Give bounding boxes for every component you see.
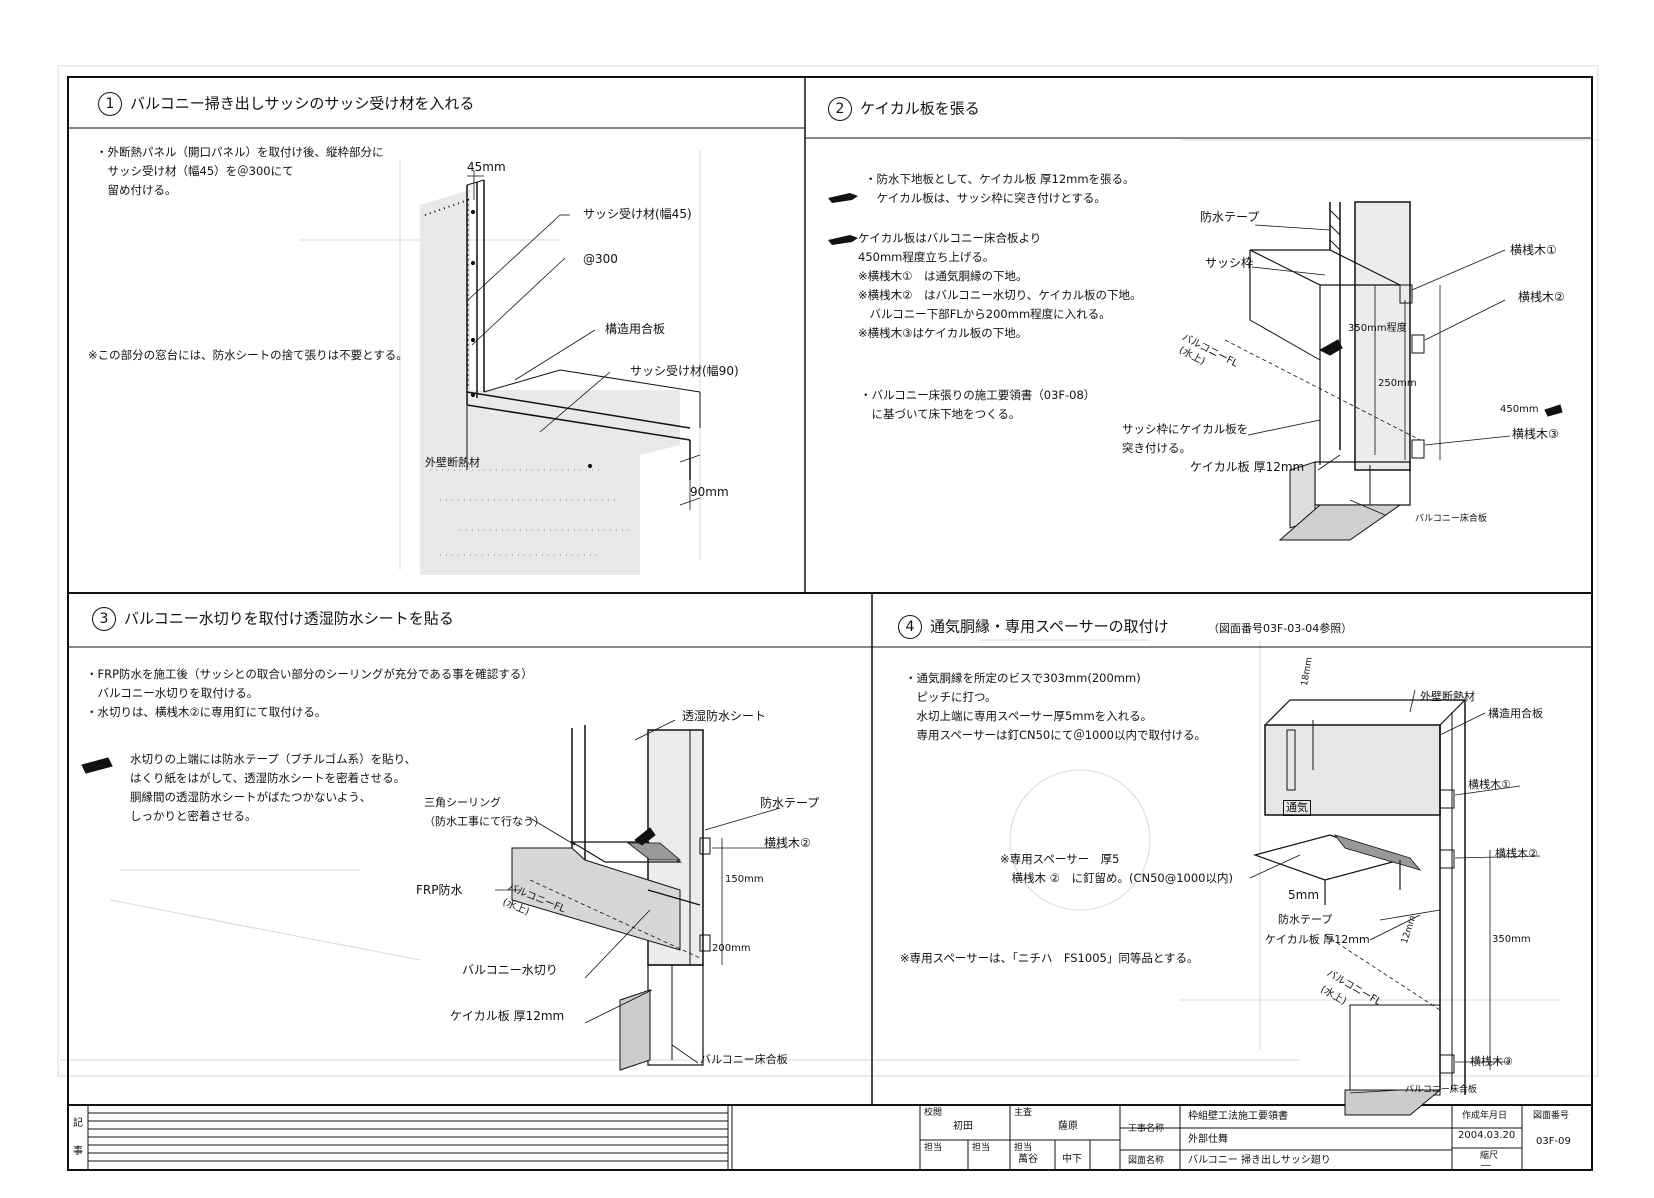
panel1-notes: ・外断熱パネル（開口パネル）を取付け後、縦枠部分に サッシ受け材（幅45）を＠3… <box>96 145 384 197</box>
panel1-remark: ※この部分の窓台には、防水シートの捨て張りは不要とする。 <box>88 348 408 362</box>
panel3-notes2: 水切りの上端には防水テープ（ブチルゴム系）を貼り、 はくり紙をはがして、透湿防水… <box>130 752 417 823</box>
panel1-title: 1 バルコニー掃き出しサッシのサッシ受け材を入れる <box>98 92 474 116</box>
chief-name: 薩原 <box>1058 1121 1078 1132</box>
title-block-kiji: 記 <box>73 1118 83 1129</box>
drawing-name: バルコニー 掃き出しサッシ廻り <box>1188 1155 1331 1166</box>
panel2-number: 2 <box>828 97 852 121</box>
checked-name: 初田 <box>953 1121 973 1132</box>
in-charge-label: 担当 <box>924 1143 943 1153</box>
panel3-tape: 防水テープ <box>760 796 820 810</box>
panel2-sash-frame: サッシ枠 <box>1205 256 1254 270</box>
panel2-notes1: ・防水下地板として、ケイカル板 厚12mmを張る。 ケイカル板は、サッシ枠に突き… <box>865 172 1135 205</box>
panel4-drawing <box>1249 689 1541 1116</box>
panel4-plywood: 構造用合板 <box>1488 707 1543 720</box>
panel3-floor: バルコニー床合板 <box>700 1053 788 1066</box>
pointer-hand-icon-svg <box>828 193 858 203</box>
panel3-notes1: ・FRP防水を施工後（サッシとの取合い部分のシーリングが充分である事を確認する）… <box>86 667 533 719</box>
panel2-dim250: 250mm <box>1378 378 1417 389</box>
checked-label: 校閲 <box>924 1108 943 1118</box>
panel3-sealing: 三角シーリング （防水工事にて行なう） <box>424 796 545 828</box>
pointer-hand-icon <box>828 192 860 203</box>
work-sub: 外部仕舞 <box>1188 1134 1228 1145</box>
scale-label: 縮尺 <box>1480 1151 1499 1161</box>
number-label: 図面番号 <box>1533 1111 1570 1121</box>
bleed-through-lines <box>57 65 1600 1077</box>
panel2-tape: 防水テープ <box>1200 210 1260 224</box>
panel1-sash-receiver45: サッシ受け材(幅45) <box>583 207 692 221</box>
work-name: 枠組壁工法施工要領書 <box>1188 1111 1288 1122</box>
panel3-batten2: 横桟木② <box>764 836 811 850</box>
panel2-board: ケイカル板 厚12mm <box>1190 460 1305 474</box>
drawing-name-label: 図面名称 <box>1128 1156 1165 1166</box>
panel4-ref: （図面番号03F-03-04参照） <box>1208 622 1353 635</box>
panel4-remark: ※専用スペーサーは、「ニチハ FS1005」同等品とする。 <box>900 951 1199 965</box>
title-block-grid <box>87 1105 1523 1170</box>
panel2-dim450: 450mm <box>1500 404 1539 415</box>
panel3-title: 3 バルコニー水切りを取付け透湿防水シートを貼る <box>92 607 454 631</box>
panel4-dim5: 5mm <box>1288 888 1320 902</box>
panel3-number: 3 <box>92 607 116 631</box>
work-name-label: 工事名称 <box>1128 1124 1165 1134</box>
panel2-floor: バルコニー床合板 <box>1415 514 1487 524</box>
panel1-dim90: 90mm <box>690 485 729 499</box>
panel3-dim200: 200mm <box>712 943 751 954</box>
panel2-notes2: ケイカル板はバルコニー床合板より 450mm程度立ち上げる。 ※横桟木① は通気… <box>858 231 1142 340</box>
panel1-drawing <box>420 170 701 575</box>
panel2-batten2: 横桟木② <box>1518 290 1565 304</box>
panel2-drawing <box>1224 201 1563 541</box>
panel3-flashing: バルコニー水切り <box>462 963 558 977</box>
panel4-notes1: ・通気胴縁を所定のビスで303mm(200mm) ピッチに打つ。 水切上端に専用… <box>905 671 1206 742</box>
panel2-notes3: ・バルコニー床張りの施工要領書（03F-08） に基づいて床下地をつくる。 <box>860 388 1096 421</box>
panel4-title: 4 通気胴縁・専用スペーサーの取付け <box>898 615 1169 639</box>
panel1-sash-receiver90: サッシ受け材(幅90) <box>630 364 739 378</box>
panel2-batten1: 横桟木① <box>1510 243 1557 257</box>
panel4-batten1: 横桟木① <box>1468 778 1511 791</box>
panel2-butt-note: サッシ枠にケイカル板を 突き付ける。 <box>1122 422 1249 455</box>
panel4-board: ケイカル板 厚12mm <box>1265 933 1370 946</box>
panel3-dim150: 150mm <box>725 874 764 885</box>
panel1-pitch: @300 <box>583 252 618 266</box>
panel4-spacer-note: ※専用スペーサー 厚5 横桟木 ② に釘留め。(CN50@1000以内) <box>1000 852 1233 885</box>
panel3-title-text: バルコニー水切りを取付け透湿防水シートを貼る <box>124 609 454 628</box>
panel3-board: ケイカル板 厚12mm <box>450 1009 565 1023</box>
panel4-tape: 防水テープ <box>1278 913 1333 926</box>
panel3-membrane: 透湿防水シート <box>682 709 767 723</box>
chief-label: 主査 <box>1014 1108 1033 1118</box>
panel4-dim350: 350mm <box>1492 934 1531 945</box>
panel1-plywood: 構造用合板 <box>605 322 666 336</box>
date-label: 作成年月日 <box>1462 1111 1508 1121</box>
in-charge2-label: 担当 <box>972 1143 991 1153</box>
panel4-title-text: 通気胴縁・専用スペーサーの取付け <box>930 617 1169 636</box>
drawing-number: 03F-09 <box>1536 1136 1571 1147</box>
panel1-title-text: バルコニー掃き出しサッシのサッシ受け材を入れる <box>130 94 475 113</box>
drafter-label: 担当 <box>1014 1143 1033 1153</box>
panel2-title-text: ケイカル板を張る <box>860 99 980 118</box>
date-value: 2004.03.20 <box>1458 1130 1516 1141</box>
title-block-ji: 事 <box>73 1146 83 1157</box>
panel1-insulation: 外壁断熱材 <box>425 456 480 469</box>
pointer-hand-icon <box>828 234 860 245</box>
frame-lines <box>67 76 1593 1171</box>
drafter-name1: 萬谷 <box>1018 1154 1038 1165</box>
panel4-floor: バルコニー床合板 <box>1405 1085 1477 1095</box>
panel1-dim45: 45mm <box>467 160 506 174</box>
panel2-dim350: 350mm程度 <box>1348 323 1407 334</box>
drafter-name2: 中下 <box>1062 1154 1082 1165</box>
panel1-number: 1 <box>98 92 122 116</box>
panel4-insulation: 外壁断熱材 <box>1420 690 1475 703</box>
panel4-number: 4 <box>898 615 922 639</box>
panel3-drawing <box>81 719 781 1071</box>
pointer-hand-icon-svg <box>828 235 858 245</box>
panel2-title: 2 ケイカル板を張る <box>828 97 980 121</box>
panel4-batten3: 横桟木③ <box>1470 1055 1513 1068</box>
scale-value: ― <box>1481 1160 1491 1171</box>
panel2-batten3: 横桟木③ <box>1512 427 1559 441</box>
panel3-frp: FRP防水 <box>416 883 463 897</box>
panel4-batten2: 横桟木② <box>1495 847 1538 860</box>
panel4-vent: 通気 <box>1283 800 1311 816</box>
